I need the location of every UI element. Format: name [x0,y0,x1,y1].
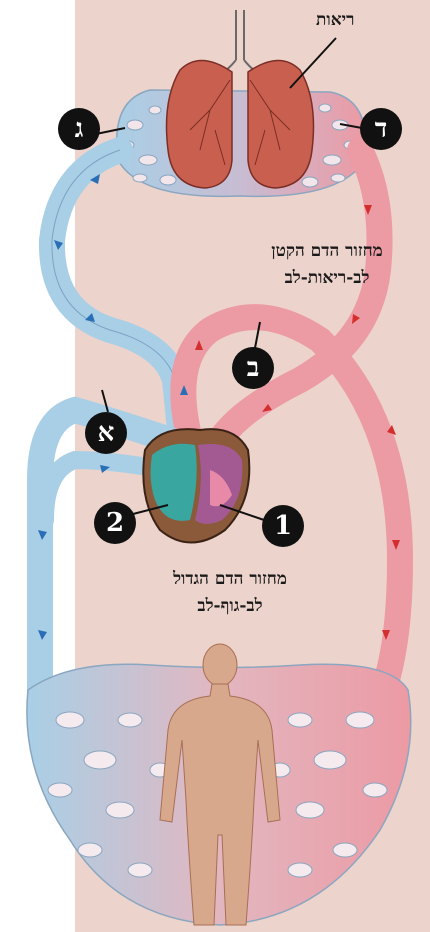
pulmonary-vein-left [52,150,180,430]
trachea [218,10,262,76]
badge-alef: א [85,412,127,454]
heart [143,429,249,542]
large-circulation-line1: מחזור הדם הגדול [130,566,330,593]
lungs-pointer [290,38,336,88]
badge-gimel: ג [58,108,100,150]
lungs-label: ריאות [316,10,354,30]
large-circulation-line2: לב-גוף-לב [130,593,330,620]
small-circulation-line2: לב-ריאות-לב [232,265,422,292]
badge-two: 2 [94,502,136,544]
small-circulation-line1: מחזור הדם הקטן [232,238,422,265]
badge-dalet: ד [360,108,402,150]
badge-bet: ב [232,347,274,389]
badge-one: 1 [262,505,304,547]
large-circulation-title: מחזור הדם הגדול לב-גוף-לב [130,566,330,620]
small-circulation-title: מחזור הדם הקטן לב-ריאות-לב [232,238,422,292]
